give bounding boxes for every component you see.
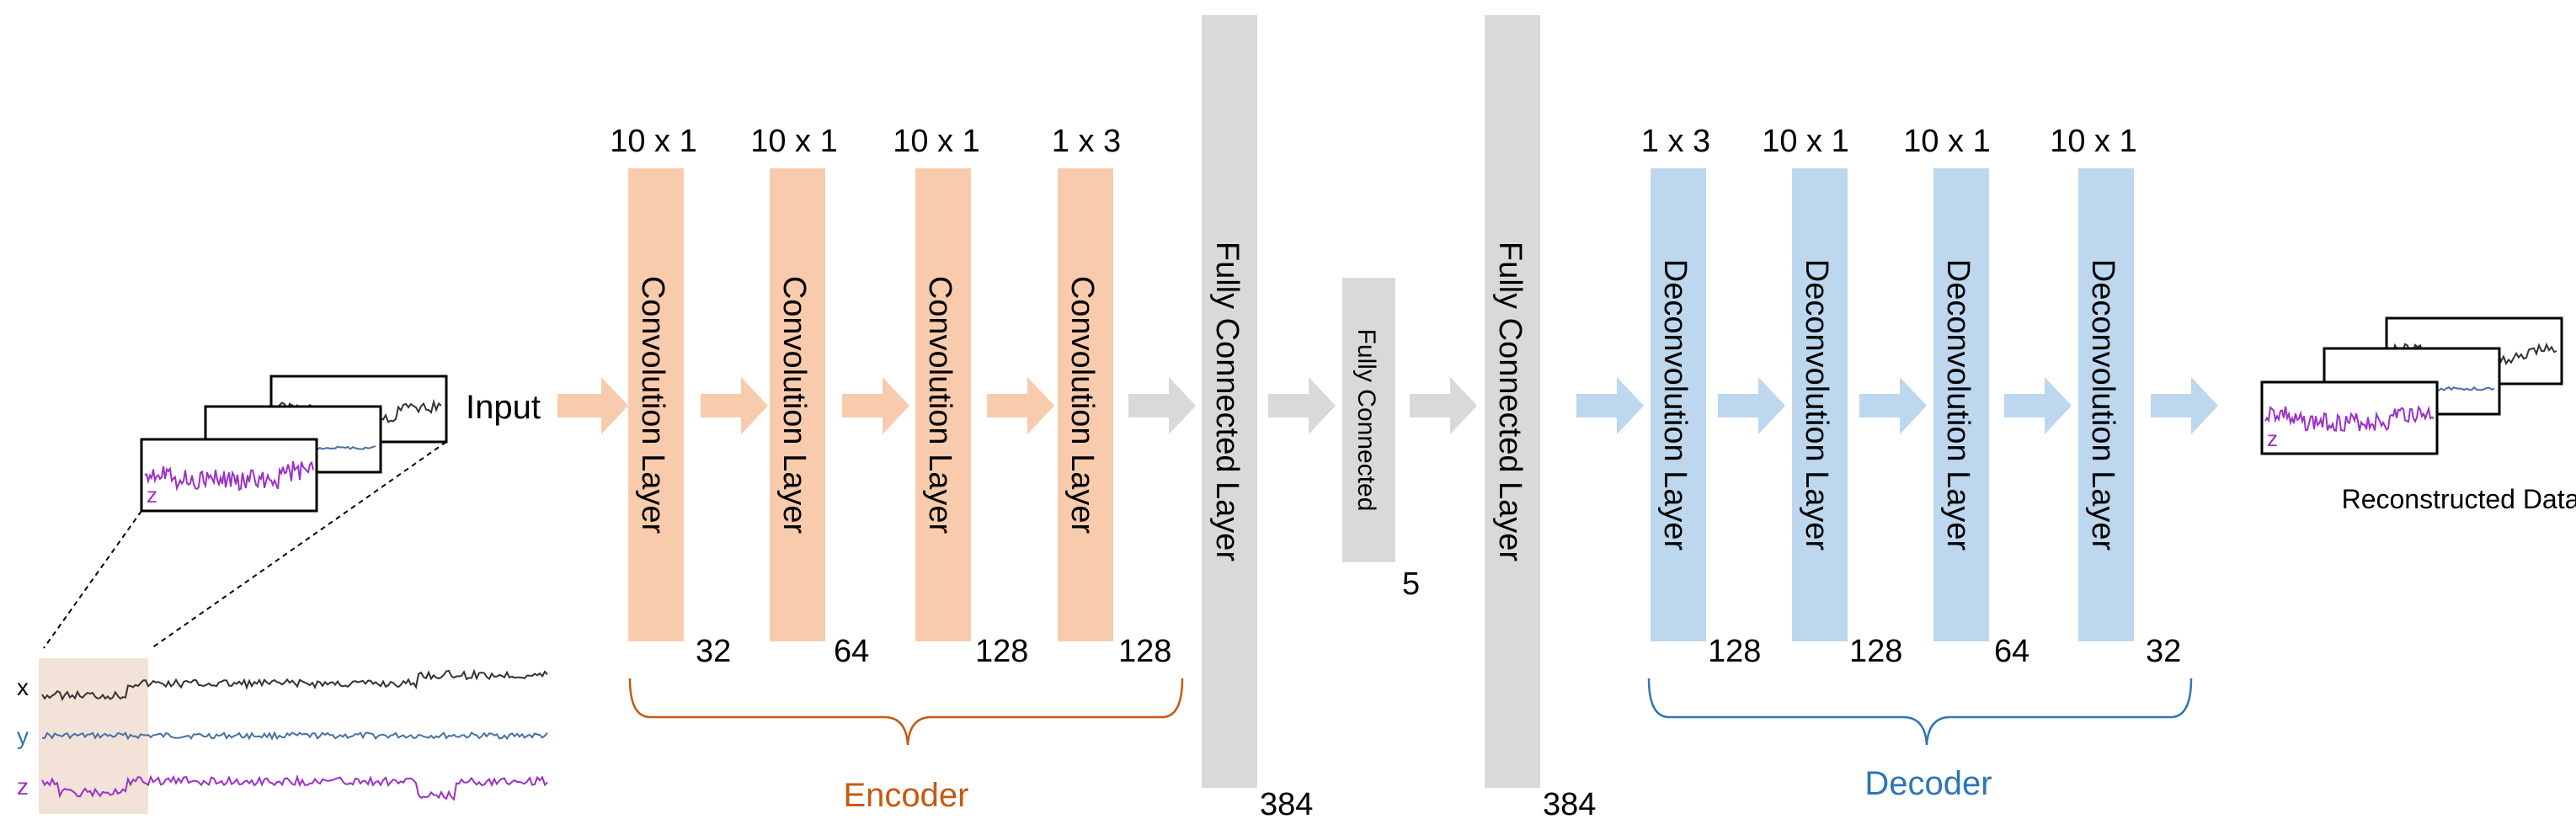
encoder-layer-4-kernel: 1 x 3 [1052,124,1121,159]
decoder-layer-3: 10 x 1 Deconvolution Layer 64 [1903,124,2029,669]
decoder-layer-1: 1 x 3 Deconvolution Layer 128 [1641,124,1762,669]
encoder-layer-1-kernel: 10 x 1 [610,124,697,159]
encoder-layer-4-name: Convolution Layer [1064,276,1100,534]
encoder-layer-1-filters: 32 [696,634,731,669]
encoder-layer-2-name: Convolution Layer [776,276,812,534]
fc-layer-2-units: 5 [1402,566,1420,602]
decoder: 1 x 3 Deconvolution Layer 128 10 x 1 Dec… [1641,124,2193,802]
fc-layer-3: Fully Connected Layer 384 [1485,15,1596,822]
decoder-layer-3-filters: 64 [1994,634,2029,669]
arrow-dec-2 [1859,377,1927,434]
zoom-line-left [43,510,142,649]
output-label: Reconstructed Data [2342,484,2576,514]
decoder-layer-2-kernel: 10 x 1 [1762,124,1849,159]
arrow-fc-2 [1268,377,1336,434]
output-window-z-label: z [2267,426,2278,451]
encoder-layer-2-filters: 64 [834,634,869,669]
decoder-layer-2-filters: 128 [1849,634,1902,669]
recording-z-label: z [17,774,29,800]
arrow-input [557,377,628,434]
arrow-enc-1 [701,377,768,434]
recording-y-signal [41,731,548,741]
decoder-layer-2: 10 x 1 Deconvolution Layer 128 [1762,124,1902,669]
encoder-layer-3: 10 x 1 Convolution Layer 128 [893,124,1028,669]
arrow-dec-0 [1576,377,1644,434]
recording-x-signal [41,668,548,702]
encoder-layer-2: 10 x 1 Convolution Layer 64 [750,124,869,669]
recording-y-label: y [17,723,29,749]
arrow-enc-3 [987,377,1054,434]
fc-layer-3-units: 384 [1543,787,1596,822]
decoder-layer-4-filters: 32 [2146,634,2181,669]
input-window-z-label: z [147,482,157,508]
encoder-layer-1-name: Convolution Layer [635,276,670,534]
arrow-fc-1 [1128,377,1196,434]
fc-layer-1: Fully Connected Layer 384 [1202,15,1313,822]
decoder-layer-3-kernel: 10 x 1 [1903,124,1991,159]
zoom-line-right [151,441,447,649]
decoder-layer-4-kernel: 10 x 1 [2050,124,2137,159]
fc-layer-3-name: Fully Connected Layer [1492,242,1528,562]
decoder-layer-3-name: Deconvolution Layer [1940,259,1976,551]
encoder-layer-3-kernel: 10 x 1 [893,124,980,159]
fc-layer-2-name: Fully Connected [1352,329,1380,512]
arrow-dec-1 [1718,377,1785,434]
input-window-z-signal [144,460,314,492]
decoder-layer-4: 10 x 1 Deconvolution Layer 32 [2050,124,2181,669]
recording-z-signal [41,774,548,801]
encoder-layer-3-filters: 128 [975,634,1028,669]
output-windows: x y z Reconstructed Data [2260,316,2576,514]
arrow-output [2151,377,2218,434]
input-window-z: z [140,438,318,513]
arrow-dec-3 [2004,377,2072,434]
encoder-layer-4-filters: 128 [1118,634,1171,669]
decoder-layer-2-name: Deconvolution Layer [1799,259,1834,551]
encoder-layer-3-name: Convolution Layer [922,276,957,534]
arrow-fc-3 [1410,377,1477,434]
encoder-layer-1: 10 x 1 Convolution Layer 32 [610,124,731,669]
encoder-layer-4: 1 x 3 Convolution Layer 128 [1052,124,1172,669]
fc-layer-2: Fully Connected 5 [1342,278,1420,602]
input-windows: x y z [140,375,448,513]
output-window-z-signal [2264,405,2435,432]
decoder-layer-1-filters: 128 [1708,634,1761,669]
fc-layer-1-name: Fully Connected Layer [1209,242,1245,562]
decoder-layer-4-name: Deconvolution Layer [2085,259,2120,551]
encoder-brace [628,678,1184,746]
fc-layer-1-units: 384 [1260,787,1313,822]
arrow-enc-2 [842,377,909,434]
decoder-label: Decoder [1864,765,1992,802]
output-window-z: z [2260,380,2439,455]
full-recording: x y z [17,658,548,814]
decoder-brace [1647,678,2193,746]
decoder-layer-1-name: Deconvolution Layer [1657,259,1693,551]
decoder-layer-1-kernel: 1 x 3 [1641,124,1710,159]
recording-x-label: x [17,674,29,700]
encoder-layer-2-kernel: 10 x 1 [750,124,838,159]
encoder: 10 x 1 Convolution Layer 32 10 x 1 Convo… [610,124,1184,814]
encoder-label: Encoder [844,777,969,814]
input-label: Input [466,389,541,426]
